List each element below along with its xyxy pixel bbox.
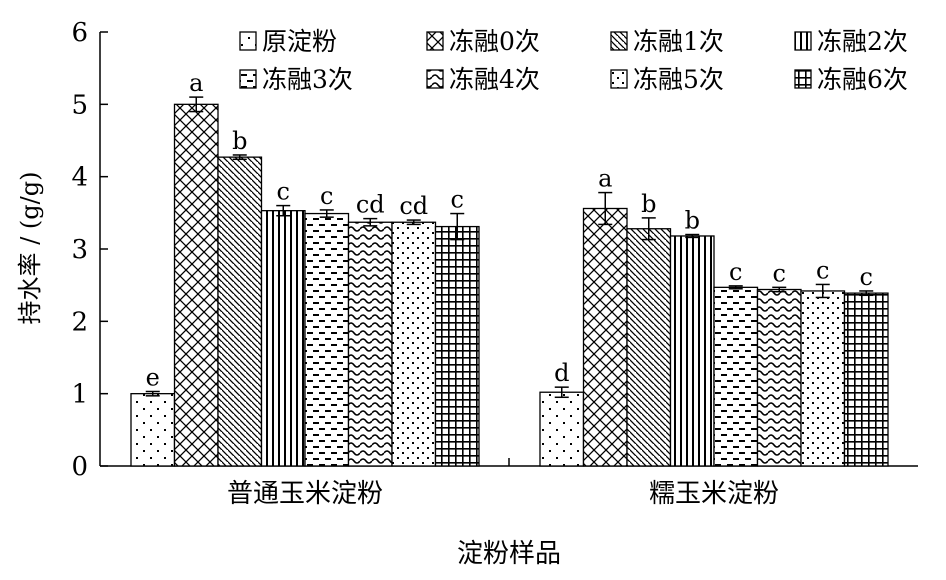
- bar: [391, 221, 437, 467]
- legend-label: 冻融5次: [633, 65, 724, 94]
- x-axis-label: 淀粉样品: [457, 539, 561, 569]
- significance-label: cd: [356, 191, 385, 219]
- y-axis-label: 持水率 / (g/g): [16, 172, 44, 325]
- significance-label: cd: [399, 192, 428, 220]
- y-tick-label: 1: [71, 380, 88, 410]
- significance-label: c: [773, 259, 786, 287]
- bar: [582, 207, 628, 467]
- y-tick-label: 6: [71, 18, 88, 48]
- significance-label: b: [685, 207, 700, 235]
- y-tick-label: 5: [71, 90, 88, 120]
- legend-swatch: [426, 31, 444, 51]
- bar: [626, 228, 672, 467]
- bar: [217, 156, 263, 467]
- y-tick-label: 2: [71, 307, 88, 337]
- bar: [800, 290, 846, 467]
- bar: [130, 393, 176, 467]
- bar: [434, 225, 480, 467]
- significance-label: b: [641, 190, 656, 218]
- bar: [304, 212, 350, 467]
- significance-label: e: [146, 363, 160, 391]
- legend-swatch: [610, 69, 628, 89]
- legend-label: 冻融0次: [449, 27, 540, 56]
- legend-label: 冻融3次: [262, 65, 353, 94]
- legend-swatch: [610, 31, 628, 51]
- y-tick-label: 0: [71, 452, 88, 482]
- bar: [843, 292, 889, 467]
- y-tick-label: 3: [71, 235, 88, 265]
- bar: [713, 286, 759, 467]
- bar: [669, 235, 715, 467]
- significance-label: c: [729, 258, 742, 286]
- bar: [173, 103, 219, 467]
- significance-label: c: [320, 182, 333, 210]
- bar: [756, 288, 802, 467]
- legend-label: 冻融2次: [817, 27, 908, 56]
- legend-swatch: [239, 31, 257, 51]
- bar: [260, 210, 306, 467]
- x-category-label: 普通玉米淀粉: [227, 479, 383, 509]
- y-tick-label: 4: [71, 163, 88, 193]
- significance-label: a: [189, 69, 203, 97]
- significance-label: c: [451, 186, 464, 214]
- significance-label: a: [598, 165, 612, 193]
- legend-swatch: [794, 31, 812, 51]
- legend-swatch: [794, 69, 812, 89]
- bar: [347, 221, 393, 467]
- legend-label: 冻融1次: [633, 27, 724, 56]
- significance-label: c: [277, 178, 290, 206]
- legend-swatch: [239, 69, 257, 89]
- legend-label: 冻融4次: [449, 65, 540, 94]
- legend-label: 冻融6次: [817, 65, 908, 94]
- significance-label: c: [860, 263, 873, 291]
- x-category-label: 糯玉米淀粉: [649, 479, 779, 509]
- legend-swatch: [426, 69, 444, 89]
- axes: 0 1 2 3 4 5 6 普通玉米淀粉 糯玉米淀粉: [71, 18, 918, 509]
- bar: [539, 391, 585, 467]
- significance-label: c: [816, 256, 829, 284]
- significance-label: b: [232, 127, 247, 155]
- significance-label: d: [554, 359, 569, 387]
- legend-label: 原淀粉: [262, 27, 337, 56]
